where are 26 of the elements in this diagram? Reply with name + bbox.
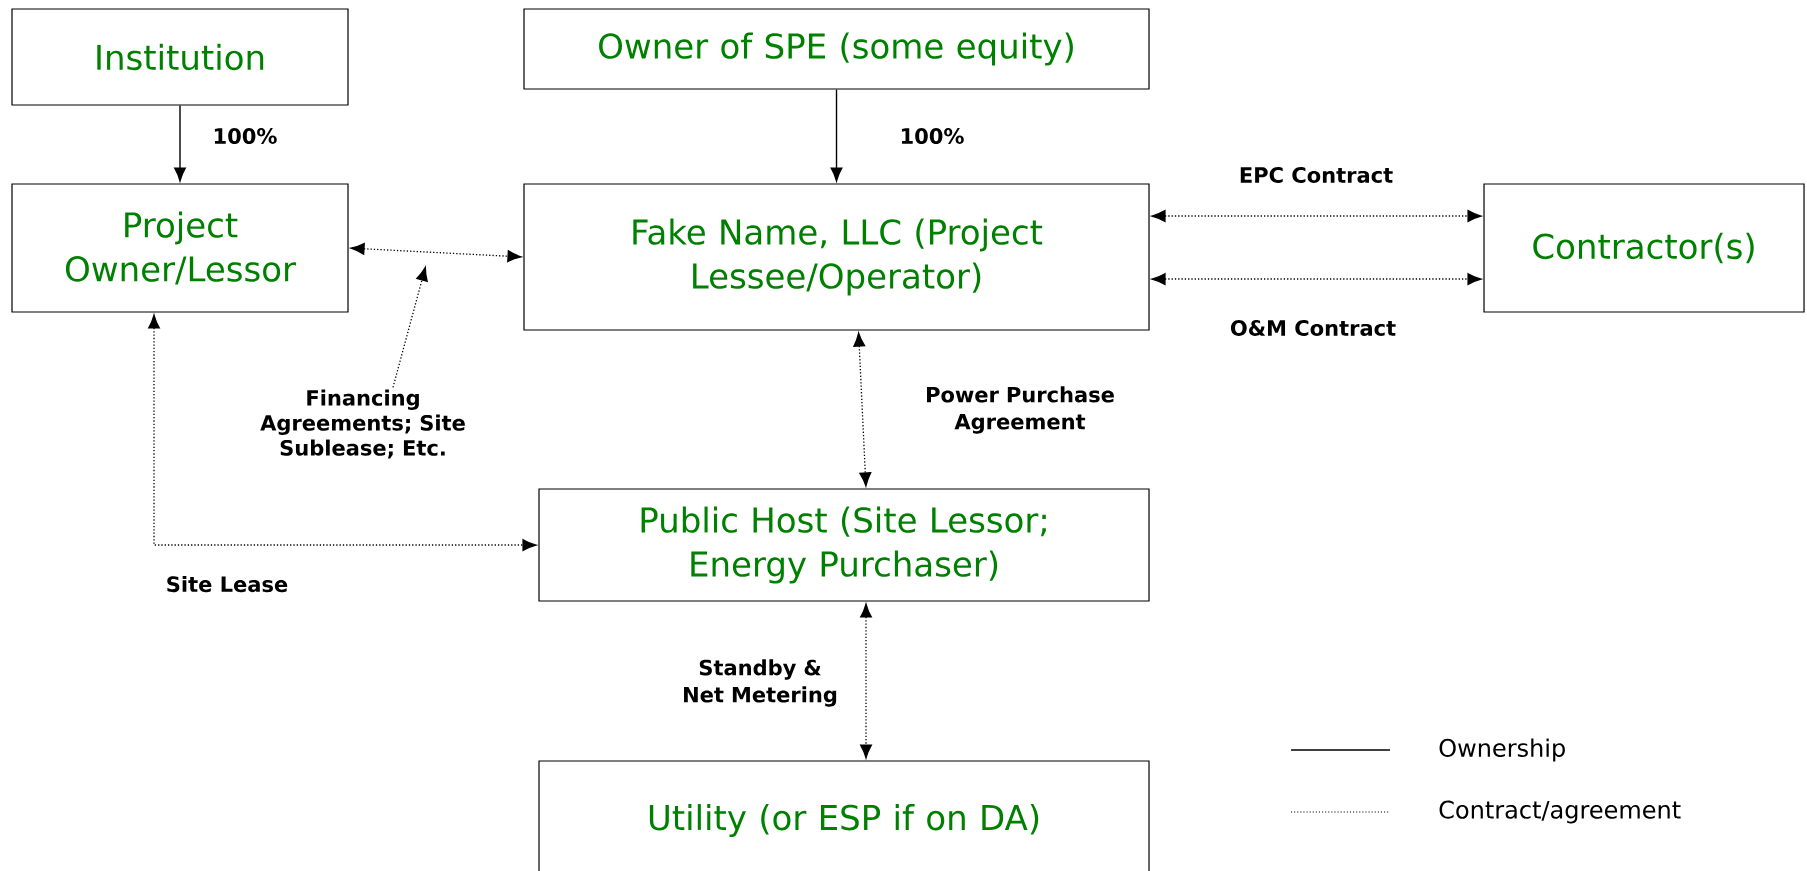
entity-box: Institution <box>11 8 349 106</box>
legend-text: Contract/agreement <box>1439 800 1681 824</box>
legend-text: Ownership <box>1439 738 1565 762</box>
arrow <box>1151 210 1482 222</box>
edge-label: Standby & Net Metering <box>684 659 837 707</box>
edge-label: O&M Contract <box>1230 320 1396 336</box>
arrow <box>174 104 186 182</box>
leader-line <box>392 266 428 388</box>
edge-label: Site Lease <box>167 575 288 593</box>
note-text: Financing Agreements; Site Sublease; Etc. <box>260 389 465 459</box>
edge-label: 100% <box>901 128 964 144</box>
arrow <box>860 603 872 759</box>
edge-label: 100% <box>214 128 277 144</box>
edge-label: EPC Contract <box>1240 167 1393 183</box>
arrow <box>1151 273 1482 285</box>
entity-box: Public Host (Site Lessor; Energy Purchaser) <box>538 488 1150 602</box>
edge-label: Power Purchase Agreement <box>927 386 1114 434</box>
arrow <box>853 332 872 487</box>
entity-box: Utility (or ESP if on DA) <box>538 760 1150 871</box>
entity-box: Project Owner/Lessor <box>11 183 349 313</box>
entity-box: Owner of SPE (some equity) <box>523 8 1150 90</box>
entity-box: Fake Name, LLC (Project Lessee/Operator) <box>523 183 1150 331</box>
arrow <box>350 242 522 263</box>
entity-box: Contractor(s) <box>1483 183 1805 313</box>
arrow <box>830 88 843 182</box>
arrow <box>148 314 537 551</box>
